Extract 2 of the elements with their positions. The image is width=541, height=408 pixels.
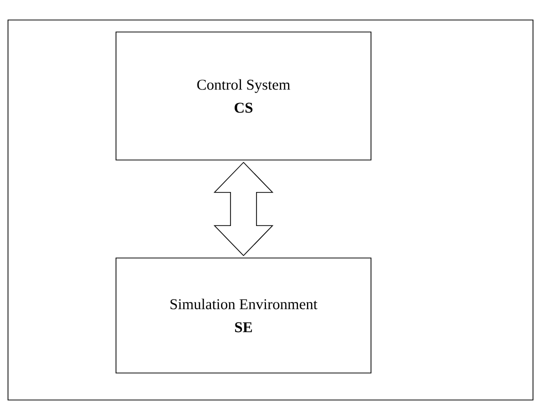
system-box: Control System CS xyxy=(116,32,372,160)
system-box: Simulation Environment SE xyxy=(116,258,372,374)
